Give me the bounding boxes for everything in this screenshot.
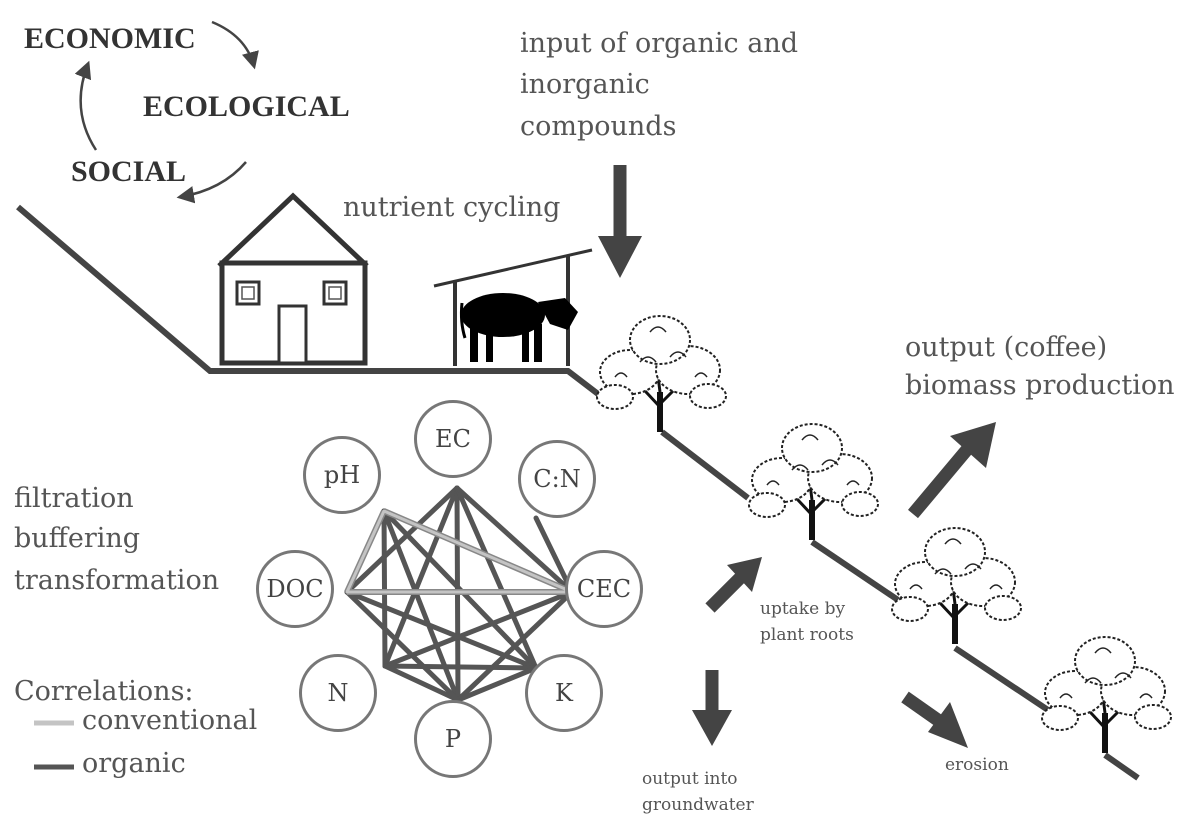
slope-segment [953, 645, 1050, 713]
organic-correlation-edge [455, 589, 575, 703]
coffee-tree-icon [1042, 637, 1171, 753]
pillar-economic: ECONOMIC [24, 22, 196, 55]
cycle-arrow-social-to-economic [74, 60, 98, 151]
biomass-output-arrow [908, 422, 996, 519]
erosion-label: erosion [945, 755, 1009, 775]
node-ec: EC [414, 400, 492, 478]
node-doc: DOC [256, 550, 334, 628]
biomass-output-label: biomass production [905, 370, 1175, 401]
node-k: K [525, 654, 603, 732]
legend-title: Correlations: [14, 676, 194, 707]
organic-correlation-edge [382, 663, 461, 703]
transformation-label: transformation [14, 565, 220, 596]
node-label: C:N [533, 465, 581, 493]
conventional-correlation-edge [345, 509, 386, 594]
coffee-tree-icon [749, 424, 878, 540]
coffee-tree-icon [892, 528, 1021, 644]
uptake-label: uptake by [760, 599, 846, 619]
conventional-correlation-edge [382, 509, 574, 594]
house-icon [217, 192, 369, 366]
uptake-label: plant roots [760, 625, 854, 645]
ground-line [16, 204, 604, 400]
slope-segment [660, 429, 750, 501]
node-label: EC [435, 425, 471, 453]
node-p: P [414, 700, 492, 778]
organic-correlation-edge [454, 485, 575, 595]
organic-correlation-edge [382, 663, 539, 671]
cycle-arrow-economic-to-ecological [211, 20, 259, 70]
slope-segment [810, 539, 900, 603]
node-label: N [327, 679, 349, 707]
node-label: P [444, 725, 462, 753]
cycle-arrow-ecological-to-social [176, 161, 247, 204]
node-cec: CEC [565, 550, 643, 628]
groundwater-label: output into [642, 769, 738, 789]
input-label: inorganic [520, 69, 650, 100]
nutrient-cycling-label: nutrient cycling [343, 192, 561, 223]
biomass-output-label: output (coffee) [905, 332, 1108, 363]
slope-segment [1103, 752, 1140, 781]
cow-icon [459, 293, 578, 362]
legend-conventional: conventional [82, 705, 258, 736]
buffering-label: buffering [14, 523, 141, 554]
input-label: input of organic and [520, 28, 799, 59]
correlation-network [344, 485, 575, 703]
groundwater-label: groundwater [642, 795, 754, 815]
organic-correlation-edge [455, 665, 539, 703]
groundwater-arrow [692, 670, 732, 746]
node-label: K [555, 679, 573, 707]
node-label: pH [323, 461, 361, 489]
erosion-arrow [901, 691, 968, 748]
legend-organic: organic [82, 748, 186, 779]
organic-correlation-edge [382, 485, 460, 669]
coffee-tree-icon [597, 316, 726, 432]
pillar-social: SOCIAL [71, 155, 187, 188]
uptake-arrow [705, 557, 762, 613]
input-arrow [598, 165, 642, 278]
input-label: compounds [520, 111, 677, 142]
node-ph: pH [303, 436, 381, 514]
organic-correlation-edge [344, 589, 461, 703]
node-cn: C:N [518, 440, 596, 518]
node-n: N [299, 654, 377, 732]
node-label: DOC [266, 575, 324, 603]
organic-correlation-edge [344, 485, 460, 595]
filtration-label: filtration [14, 483, 134, 514]
organic-correlation-edge [382, 589, 575, 669]
node-label: CEC [576, 575, 632, 603]
organic-correlation-edge [344, 589, 539, 671]
pillar-ecological: ECOLOGICAL [143, 90, 350, 123]
organic-correlation-edge [381, 508, 388, 669]
